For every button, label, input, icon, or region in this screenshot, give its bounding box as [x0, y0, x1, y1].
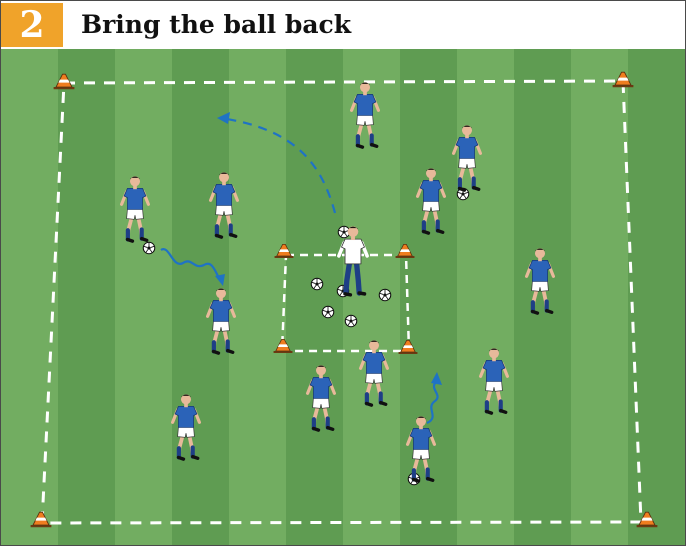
ball-icon	[142, 241, 156, 255]
step-number-badge: 2	[1, 3, 63, 47]
pitch-stripe	[628, 49, 685, 545]
ball-icon	[344, 314, 358, 328]
pitch-stripe	[58, 49, 116, 545]
pass-arrowhead	[217, 112, 230, 124]
pitch-stripe	[457, 49, 515, 545]
pitch-stripe	[343, 49, 401, 545]
pitch-stripe	[571, 49, 629, 545]
header: 2 Bring the ball back	[1, 1, 685, 49]
pitch-stripe	[229, 49, 287, 545]
ball-icon	[321, 305, 335, 319]
ball-icon	[378, 288, 392, 302]
pitch-stripe	[1, 49, 59, 545]
pitch-svg	[1, 49, 685, 545]
drill-title: Bring the ball back	[81, 10, 352, 39]
pitch-stripes	[1, 49, 685, 545]
dribble-arrow-right	[426, 381, 439, 424]
pitch	[1, 49, 685, 545]
dribble-arrow-left	[160, 247, 221, 281]
dribble-arrowhead-right	[431, 372, 442, 385]
pass-arrow	[220, 116, 337, 214]
dribble-arrowhead-left	[215, 274, 225, 286]
pitch-stripe	[286, 49, 344, 545]
ball-icon	[310, 277, 324, 291]
pitch-stripe	[400, 49, 458, 545]
pitch-stripe	[115, 49, 173, 545]
